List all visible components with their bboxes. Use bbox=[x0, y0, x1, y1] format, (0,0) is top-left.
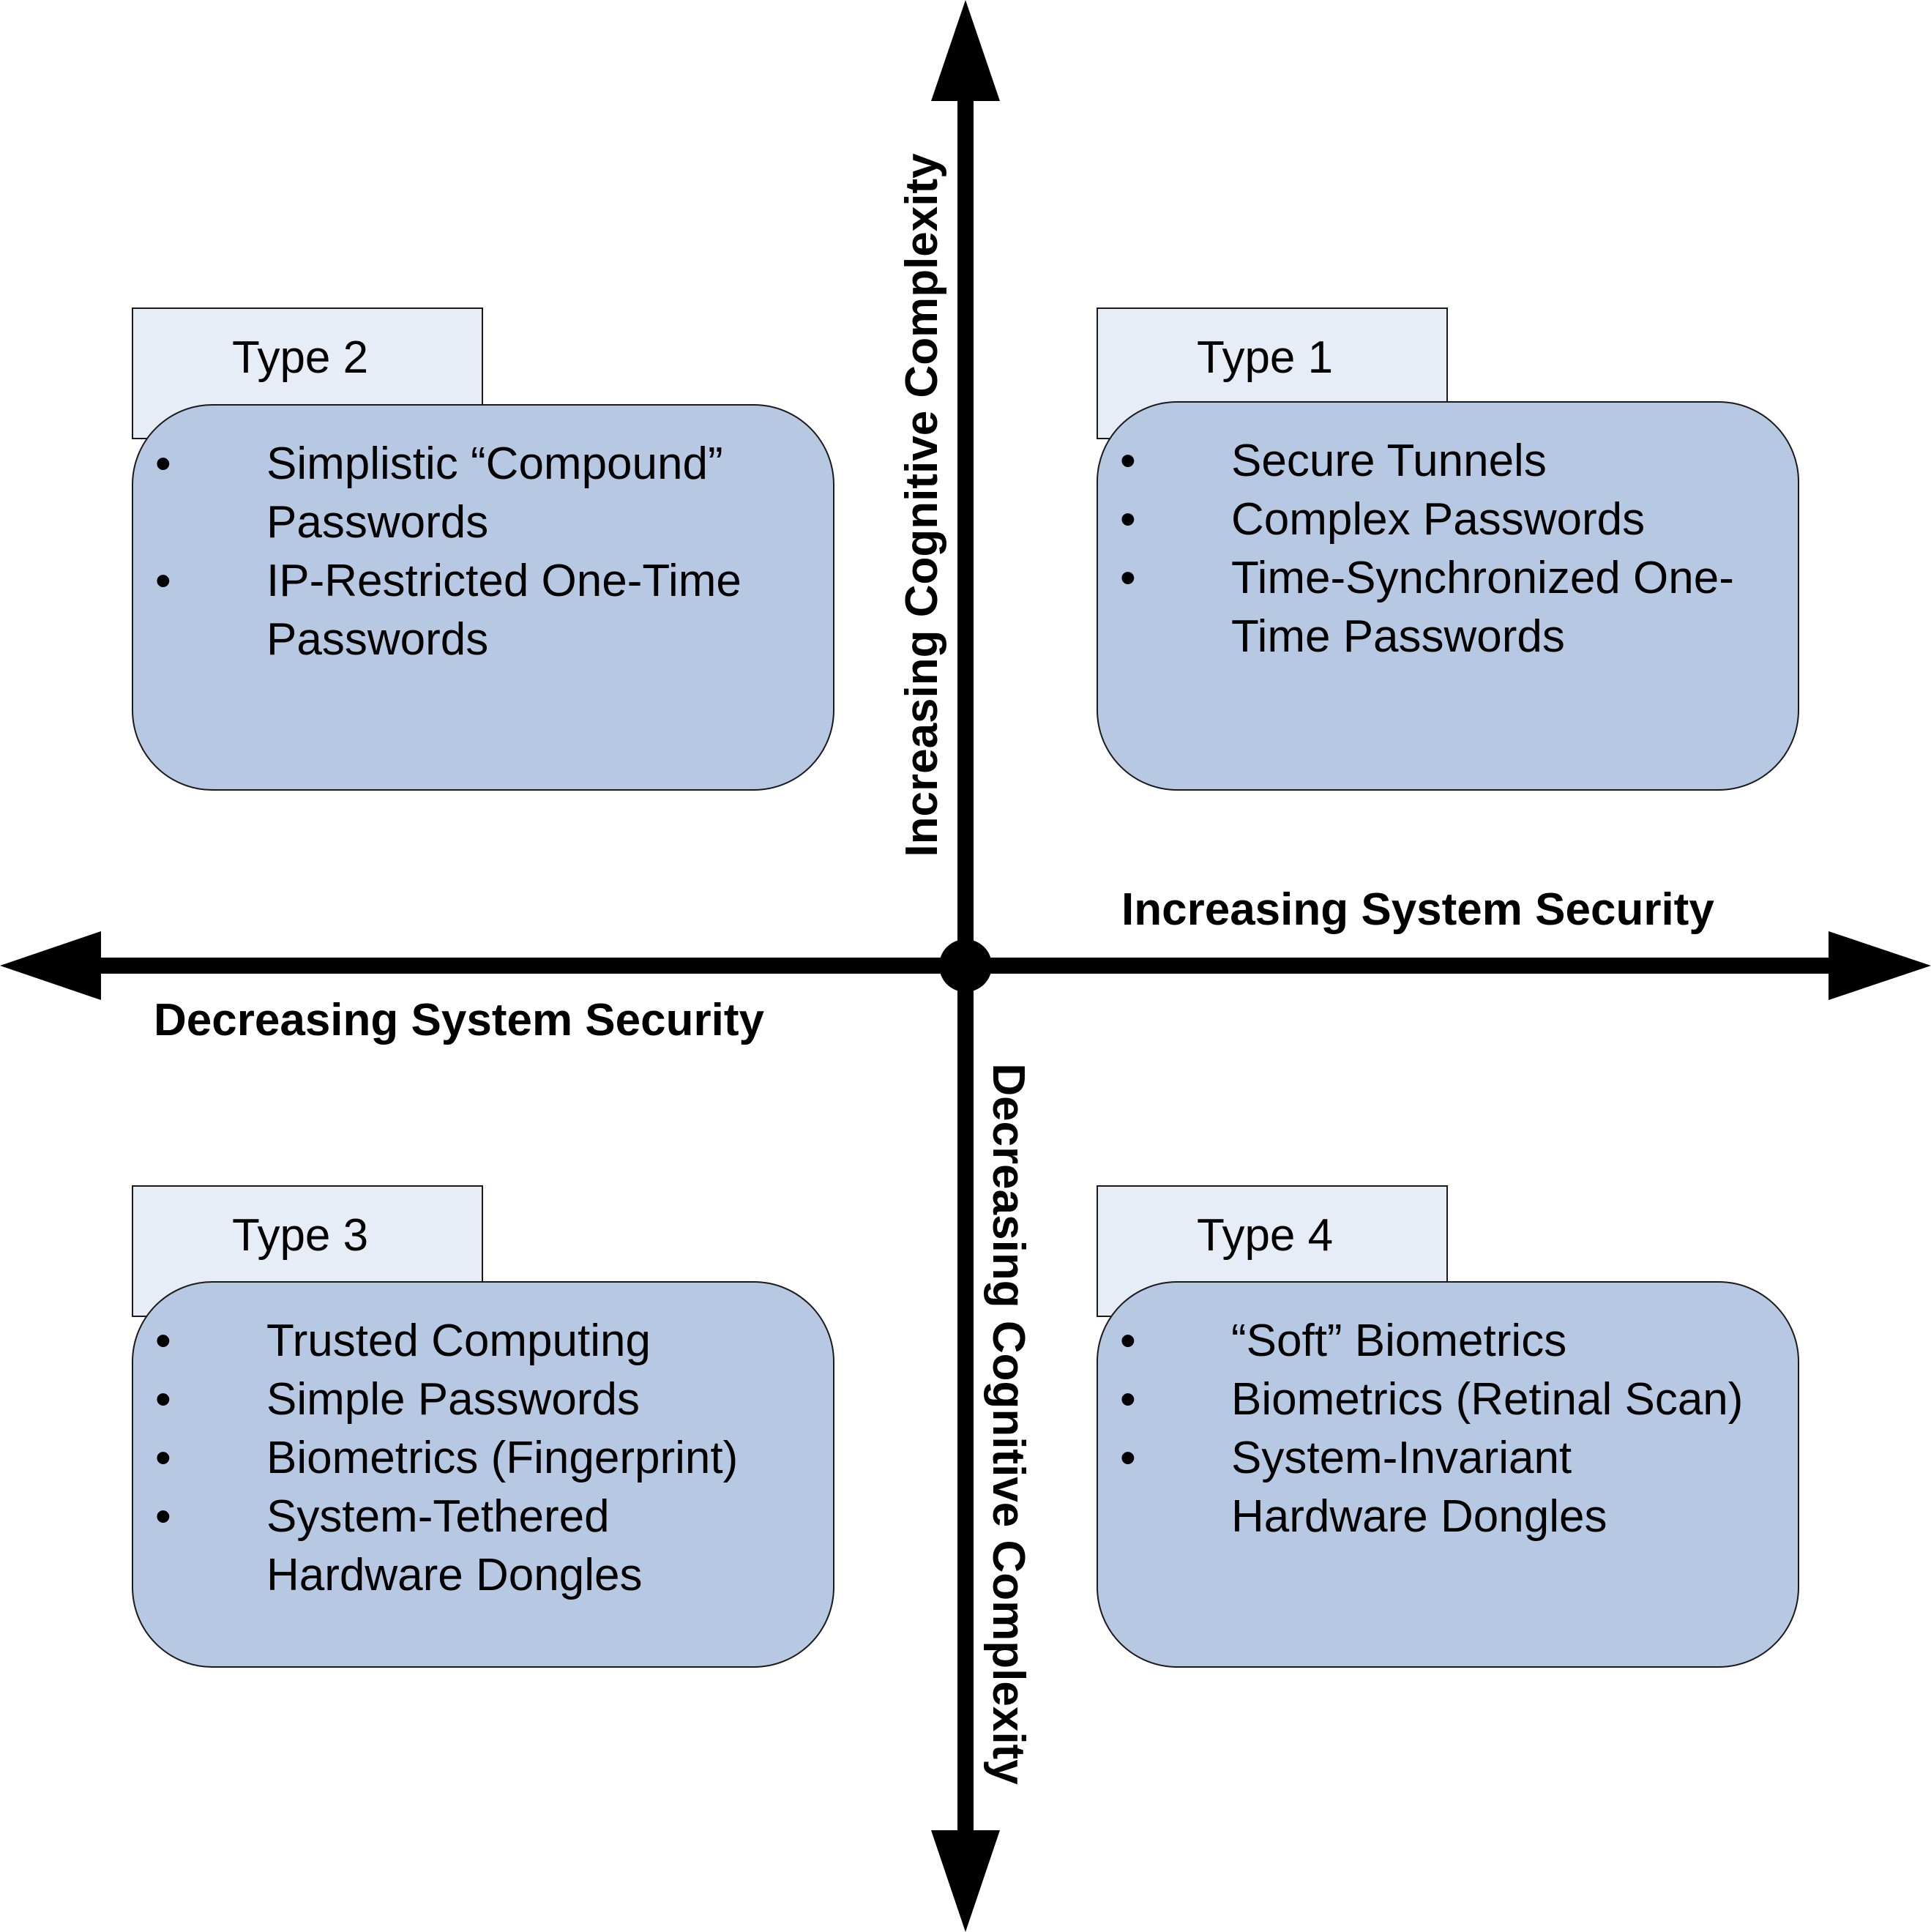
list-item: •System-Invariant Hardware Dongles bbox=[1098, 1429, 1798, 1546]
type-2-title: Type 2 bbox=[232, 332, 369, 383]
list-item: •Trusted Computing bbox=[133, 1312, 833, 1370]
list-item: •System-Tethered Hardware Dongles bbox=[133, 1488, 833, 1605]
axis-label-up: Increasing Cognitive Complexity bbox=[897, 153, 947, 857]
bullet-icon: • bbox=[155, 1374, 171, 1425]
type-4-title: Type 4 bbox=[1197, 1210, 1334, 1261]
bullet-icon: • bbox=[155, 439, 171, 489]
type-4-card: •“Soft” Biometrics •Biometrics (Retinal … bbox=[1097, 1281, 1799, 1668]
arrow-down-icon bbox=[931, 1830, 1000, 1932]
bullet-icon: • bbox=[1120, 1433, 1136, 1483]
list-item: •Time-Synchronized One-Time Passwords bbox=[1098, 549, 1798, 666]
axis-label-left: Decreasing System Security bbox=[154, 995, 764, 1045]
origin-dot-icon bbox=[939, 939, 992, 992]
bullet-icon: • bbox=[1120, 494, 1136, 545]
list-item: •Complex Passwords bbox=[1098, 491, 1798, 549]
type-1-title: Type 1 bbox=[1197, 332, 1334, 383]
type-2-card: •Simplistic “Compound” Passwords •IP-Res… bbox=[132, 404, 834, 791]
list-item: •Simple Passwords bbox=[133, 1370, 833, 1429]
list-item: •Biometrics (Fingerprint) bbox=[133, 1429, 833, 1488]
bullet-icon: • bbox=[155, 1433, 171, 1483]
bullet-icon: • bbox=[1120, 1316, 1136, 1366]
axis-label-down: Decreasing Cognitive Complexity bbox=[983, 1063, 1034, 1785]
type-3-card: •Trusted Computing •Simple Passwords •Bi… bbox=[132, 1281, 834, 1668]
type-1-card: •Secure Tunnels •Complex Passwords •Time… bbox=[1097, 401, 1799, 791]
arrow-up-icon bbox=[931, 0, 1000, 101]
bullet-icon: • bbox=[1120, 1374, 1136, 1425]
bullet-icon: • bbox=[155, 1491, 171, 1542]
type-3-title: Type 3 bbox=[232, 1210, 369, 1261]
list-item: •“Soft” Biometrics bbox=[1098, 1312, 1798, 1370]
list-item: •IP-Restricted One-Time Passwords bbox=[133, 552, 833, 669]
list-item: •Secure Tunnels bbox=[1098, 432, 1798, 491]
list-item: •Simplistic “Compound” Passwords bbox=[133, 435, 833, 552]
list-item: •Biometrics (Retinal Scan) bbox=[1098, 1370, 1798, 1429]
bullet-icon: • bbox=[1120, 553, 1136, 603]
arrow-right-icon bbox=[1829, 931, 1931, 1000]
bullet-icon: • bbox=[155, 556, 171, 606]
arrow-left-icon bbox=[0, 931, 101, 1000]
bullet-icon: • bbox=[155, 1316, 171, 1366]
axis-label-right: Increasing System Security bbox=[1121, 884, 1714, 935]
bullet-icon: • bbox=[1120, 436, 1136, 486]
